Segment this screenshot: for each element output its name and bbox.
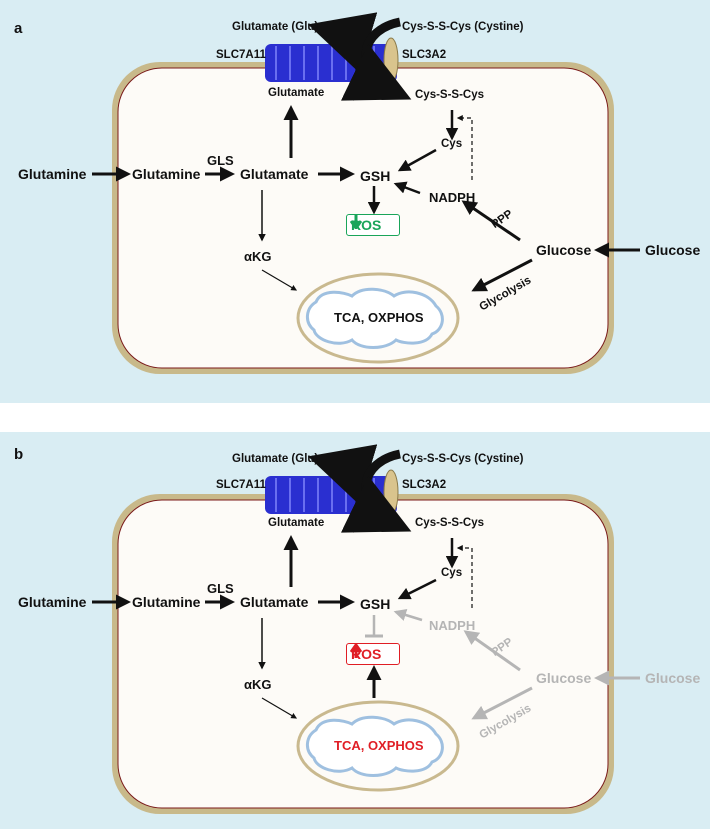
slc3a2-transporter	[383, 37, 399, 83]
glutamine-out-label: Glutamine	[18, 594, 87, 610]
cys-label: Cys	[441, 138, 463, 150]
mito-cristae	[306, 287, 444, 349]
slc7a11-label: SLC7A11	[216, 49, 266, 61]
glucose-out-label: Glucose	[645, 242, 701, 258]
glutamine-in-label: Glutamine	[132, 594, 201, 610]
glutamate-in-label: Glutamate	[268, 87, 325, 99]
slc3a2-transporter	[383, 469, 399, 515]
ros-box: ROS	[346, 214, 400, 236]
cystine-in-label: Cys-S-S-Cys	[415, 517, 485, 529]
cystine-import-arrow	[340, 449, 412, 533]
mito-label: TCA, OXPHOS	[334, 310, 424, 325]
nadph-label: NADPH	[429, 618, 476, 633]
glutamine-out-label: Glutamine	[18, 166, 87, 182]
glutamate-out-label: Glutamate (Glu)	[232, 21, 319, 33]
panel-b: b Glutamate (Glu) Cys-S-S-Cys (Cystine) …	[0, 432, 710, 829]
arrow-down-icon	[350, 215, 362, 229]
gls-label: GLS	[207, 153, 234, 168]
cystine-out-label: Cys-S-S-Cys (Cystine)	[402, 453, 524, 465]
nadph-label: NADPH	[429, 190, 476, 205]
glutamate-label: Glutamate	[240, 166, 309, 182]
panel-a-diagram	[92, 12, 640, 374]
glucose-in-label: Glucose	[536, 242, 592, 258]
cystine-import-arrow	[340, 17, 412, 101]
slc3a2-label: SLC3A2	[402, 49, 447, 61]
gsh-label: GSH	[360, 596, 391, 612]
slc7a11-label: SLC7A11	[216, 479, 266, 491]
arrow-up-icon	[350, 644, 362, 658]
panel-letter: a	[14, 20, 23, 37]
gls-label: GLS	[207, 581, 234, 596]
cystine-out-label: Cys-S-S-Cys (Cystine)	[402, 21, 524, 33]
panel-letter: b	[14, 446, 24, 463]
mito-label: TCA, OXPHOS	[334, 738, 424, 753]
akg-label: αKG	[244, 677, 272, 692]
glutamate-out-label: Glutamate (Glu)	[232, 453, 319, 465]
akg-label: αKG	[244, 249, 272, 264]
glucose-out-label: Glucose	[645, 670, 701, 686]
panel-a: a Glutamate (Glu) Cys-S-S-Cys (Cystine) …	[0, 0, 710, 403]
mito-cristae	[306, 715, 444, 777]
glutamate-in-label: Glutamate	[268, 517, 325, 529]
glucose-in-label: Glucose	[536, 670, 592, 686]
ros-box: ROS	[346, 643, 400, 665]
glutamate-label: Glutamate	[240, 594, 309, 610]
slc3a2-label: SLC3A2	[402, 479, 447, 491]
glutamine-in-label: Glutamine	[132, 166, 201, 182]
gsh-label: GSH	[360, 168, 391, 184]
panel-b-diagram	[92, 444, 640, 814]
cystine-in-label: Cys-S-S-Cys	[415, 89, 485, 101]
cys-label: Cys	[441, 567, 463, 579]
